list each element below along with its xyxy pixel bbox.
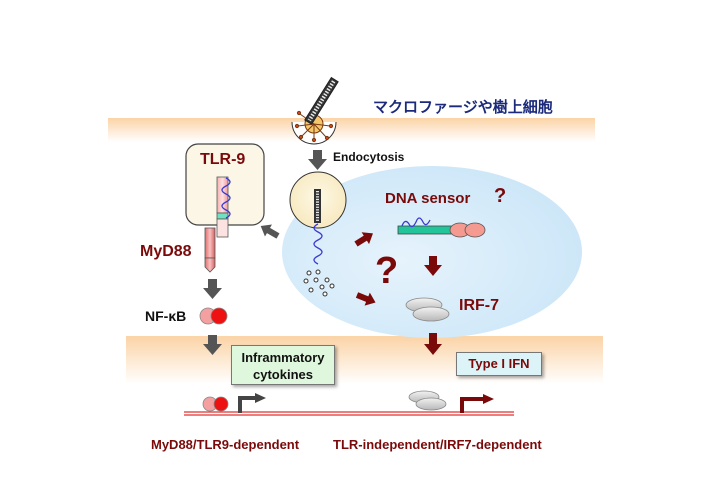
dna-sensor-protein (397, 217, 486, 238)
nfkb-dimer (199, 307, 228, 325)
transcription-start-arrow-left (238, 393, 266, 413)
irf7-label: IRF-7 (459, 297, 499, 314)
type1-ifn-label: Type I IFN (468, 356, 530, 371)
inflammatory-line2: cytokines (253, 367, 313, 382)
arrow-sensor-to-irf7 (424, 256, 442, 276)
cell-type-title: マクロファージや樹上細胞 (373, 99, 553, 116)
dna-fragments (303, 269, 335, 297)
endocytosis-arrow (308, 150, 327, 170)
gray-arrow-to-tlr9 (260, 224, 280, 239)
type1-ifn-box: Type I IFN (456, 352, 542, 376)
left-pathway-label: MyD88/TLR9-dependent (151, 437, 300, 452)
inflammatory-cytokines-box: Inframmatory cytokines (231, 345, 335, 385)
dna-sensor-question-mark: ? (494, 185, 507, 207)
arrow-myd88-to-nfkb (203, 279, 222, 299)
right-pathway-label: TLR-independent/IRF7-dependent (333, 437, 542, 452)
center-question-mark: ? (375, 250, 399, 292)
upper-membrane (108, 118, 595, 142)
transcription-start-arrow-right (460, 394, 494, 413)
irf7-dimer (405, 297, 450, 322)
nfkb-on-promoter (202, 396, 229, 412)
irf7-on-promoter (408, 390, 447, 411)
dna-sensor-label: DNA sensor (385, 190, 471, 207)
tlr9-label: TLR-9 (200, 151, 246, 168)
myd88-adapter (204, 227, 216, 273)
endosome (289, 171, 347, 265)
nfkb-label: NF-κB (145, 308, 187, 324)
arrow-irf7-to-nucleus (424, 333, 442, 355)
virus-icon (291, 76, 339, 145)
endocytosis-label: Endocytosis (333, 150, 405, 164)
inflammatory-line1: Inframmatory (241, 350, 325, 365)
myd88-label: MyD88 (140, 243, 192, 260)
dna-double-strand (184, 411, 514, 416)
arrow-to-irf7 (355, 292, 376, 306)
arrow-to-dna-sensor (354, 232, 373, 247)
arrow-nfkb-to-nucleus (203, 335, 222, 355)
tlr9-receptor (216, 176, 231, 238)
